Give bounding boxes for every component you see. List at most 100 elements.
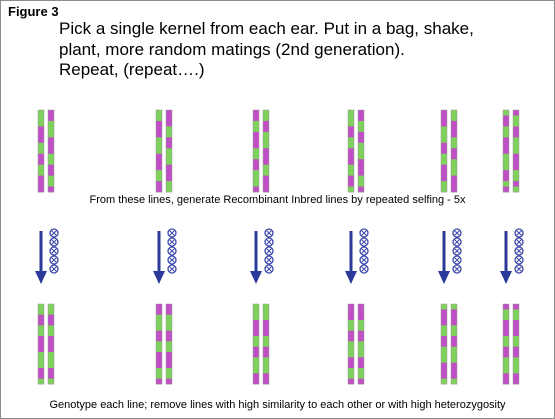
chromosome-segment [503, 325, 509, 332]
chromosome-segment [263, 320, 269, 326]
chromosome-segment [441, 159, 447, 166]
chromosome-outline [347, 109, 355, 193]
chromosome-segment [441, 362, 447, 369]
chromosome-segment [358, 115, 364, 122]
chromosome-segment [156, 159, 162, 166]
chromosome-segment [513, 110, 519, 116]
chromosome-segment [166, 357, 172, 364]
chromosome-segment [513, 120, 519, 127]
chromosome-segment [263, 325, 269, 332]
chromosome-segment [48, 320, 54, 326]
chromosome-outline [502, 109, 510, 193]
chromosome-segment [358, 368, 364, 374]
chromosome-segment [358, 373, 364, 380]
chromosome-segment [358, 378, 364, 385]
chromosome-segment [253, 153, 259, 160]
chromosome-segment [513, 142, 519, 149]
chromosome-segment [451, 346, 457, 353]
chromosome-segment [451, 159, 457, 166]
chromosome-segment [451, 170, 457, 176]
chromosome-segment [38, 142, 44, 149]
chromosome-segment [48, 309, 54, 316]
selfing-circle-cross [169, 230, 175, 236]
chromosome-segment [38, 186, 44, 193]
chromosome-segment [513, 159, 519, 166]
chromosome-segment [156, 336, 162, 342]
chromosome-segment [513, 378, 519, 385]
chromosome-segment [38, 110, 44, 116]
chromosome-segment [253, 357, 259, 364]
chromosome-outline [252, 109, 260, 193]
chromosome-segment [48, 153, 54, 160]
chromosome-segment [441, 126, 447, 133]
chromosome-segment [441, 304, 447, 310]
chromosome-segment [48, 186, 54, 193]
chromosome-segment [263, 362, 269, 369]
chromosome-outline [37, 109, 45, 193]
chromosome-segment [48, 110, 54, 116]
parental-chromosome-pair [37, 109, 55, 193]
chromosome-segment [263, 148, 269, 155]
chromosome-segment [166, 336, 172, 342]
chromosome-segment [441, 373, 447, 380]
parental-chromosome-pair [502, 109, 520, 193]
chromosome-segment [503, 378, 509, 385]
chromosome-segment [38, 341, 44, 348]
chromosome-segment [166, 120, 172, 127]
chromosome-outline [512, 303, 520, 385]
chromosome-segment [348, 336, 354, 342]
chromosome-segment [513, 336, 519, 342]
chromosome-segment [253, 325, 259, 332]
chromosome-segment [513, 357, 519, 364]
chromosome-segment [451, 137, 457, 144]
chromosome-segment [253, 164, 259, 171]
chromosome-segment [358, 314, 364, 321]
selfing-circle-cross [516, 266, 522, 272]
chromosome-segment [253, 304, 259, 310]
chromosome-outline [502, 303, 510, 385]
chromosome-segment [166, 170, 172, 176]
inbred-chromosome-pair [252, 303, 270, 385]
down-arrow-head [250, 271, 262, 284]
chromosome-segment [263, 175, 269, 182]
chromosome-segment [166, 115, 172, 122]
chromosome-segment [348, 126, 354, 133]
chromosome-segment [441, 309, 447, 316]
chromosome-segment [253, 314, 259, 321]
chromosome-segment [451, 131, 457, 138]
chromosome-segment [38, 346, 44, 353]
chromosome-segment [156, 115, 162, 122]
selfing-circle-cross [454, 230, 460, 236]
chromosome-segment [253, 378, 259, 385]
chromosome-segment [48, 330, 54, 337]
chromosome-segment [38, 309, 44, 316]
chromosome-segment [358, 164, 364, 171]
chromosome-segment [348, 314, 354, 321]
chromosome-segment [156, 325, 162, 332]
chromosome-segment [348, 137, 354, 144]
chromosome-segment [263, 181, 269, 187]
chromosome-segment [38, 314, 44, 321]
down-arrow-head [35, 271, 47, 284]
chromosome-segment [513, 170, 519, 176]
inbred-chromosome-pair [347, 303, 365, 385]
chromosome-segment [348, 115, 354, 122]
chromosome-segment [348, 304, 354, 310]
chromosome-segment [451, 126, 457, 133]
selfing-circle-cross [266, 230, 272, 236]
chromosome-segment [348, 142, 354, 149]
chromosome-segment [503, 137, 509, 144]
selfing-circle-cross [516, 230, 522, 236]
selfing-circle-cross [266, 257, 272, 263]
chromosome-segment [48, 159, 54, 166]
chromosome-segment [166, 346, 172, 353]
chromosome-segment [451, 304, 457, 310]
chromosome-outline [262, 303, 270, 385]
chromosome-segment [38, 115, 44, 122]
inbred-chromosome-pair [37, 303, 55, 385]
chromosome-segment [263, 131, 269, 138]
chromosome-segment [166, 159, 172, 166]
chromosome-segment [156, 181, 162, 187]
chromosome-segment [156, 170, 162, 176]
chromosome-outline [512, 109, 520, 193]
